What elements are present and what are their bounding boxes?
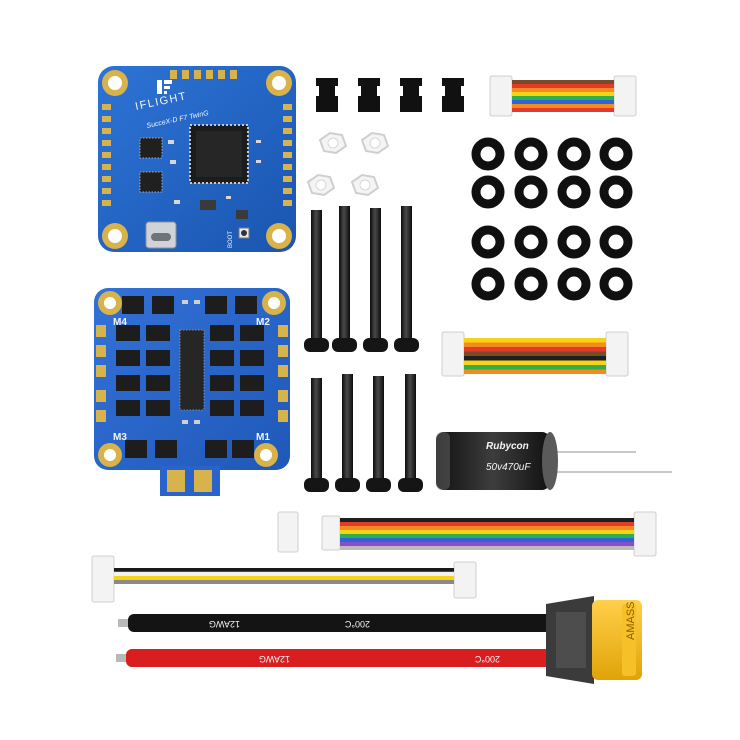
- rubber-grommets: [316, 78, 464, 112]
- black-wire-gauge-text: 12AWG: [209, 619, 240, 629]
- fc-gyro-chip: [139, 137, 163, 159]
- capacitor-brand-text: Rubycon: [486, 441, 529, 452]
- black-wire-temp-text: 200°C: [344, 619, 370, 629]
- iflight-logo-icon: [157, 80, 172, 94]
- red-power-wire: 12AWG 200°C: [116, 649, 566, 667]
- esc-mount-holes: [98, 291, 286, 467]
- esc-smd-components: [182, 300, 200, 424]
- esc-mosfets: [116, 296, 264, 458]
- usb-c-port-icon: [145, 221, 177, 249]
- fc-boot-button: [238, 227, 250, 239]
- esc-m3-label: M3: [113, 432, 127, 443]
- esc-driver-chip: [179, 329, 205, 411]
- short-screws: [304, 374, 423, 492]
- capacitor-rating-text: 50v470uF: [486, 462, 531, 473]
- fc-mount-holes: [102, 70, 292, 249]
- flight-controller-board: IFLIGHT SucceX-D F7 TwinG BOOT: [98, 66, 296, 252]
- four-pin-cable: [91, 555, 477, 603]
- xt60-connector: AMASS: [546, 596, 642, 684]
- long-screws: [304, 206, 419, 352]
- fc-smd-components: [168, 140, 261, 219]
- fc-solder-pads: [102, 70, 292, 206]
- esc-m2-label: M2: [256, 317, 270, 328]
- red-wire-temp-text: 200°C: [474, 654, 500, 664]
- esc-m1-label: M1: [256, 432, 270, 443]
- fc-boot-label: BOOT: [228, 231, 234, 248]
- esc-m4-label: M4: [113, 317, 127, 328]
- rubber-washers: [471, 137, 633, 301]
- ribbon-cable-middle: [441, 331, 629, 377]
- esc-motor-pads: [96, 325, 288, 422]
- esc-power-pads: [160, 466, 220, 496]
- ribbon-cable-top: [489, 75, 637, 117]
- ribbon-cable-lower: [277, 511, 657, 557]
- red-wire-gauge-text: 12AWG: [259, 654, 290, 664]
- esc-board: M4 M2 M3 M1: [94, 288, 290, 496]
- fc-mcu-chip: [189, 124, 249, 184]
- xt60-mark-text: AMASS: [625, 601, 637, 640]
- capacitor: Rubycon 50v470uF: [436, 432, 672, 490]
- fc-osd-chip: [139, 171, 163, 193]
- black-power-wire: 12AWG 200°C: [118, 614, 558, 632]
